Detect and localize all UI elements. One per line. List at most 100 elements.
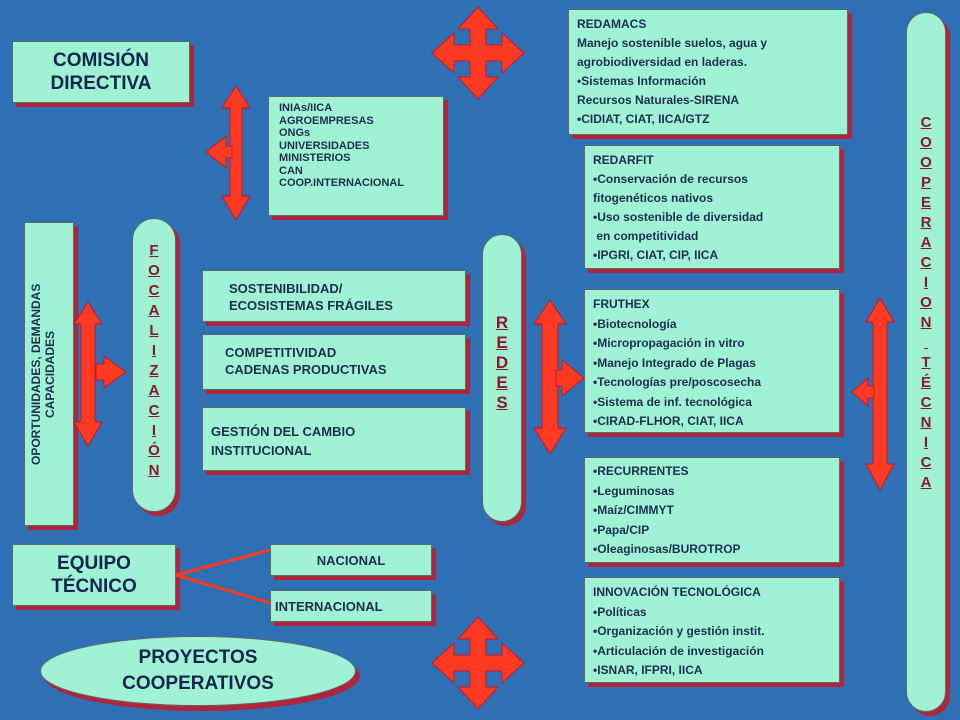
fruthex-title: FRUTHEX <box>593 297 650 311</box>
cooperacion-letter: N <box>920 414 932 431</box>
t-arrow-icon <box>533 299 585 455</box>
recurrentes-bullet: Papa/CIP <box>593 521 831 541</box>
tema-sostenibilidad-box: SOSTENIBILIDAD/ ECOSISTEMAS FRÁGILES <box>202 270 466 322</box>
nacional-label: NACIONAL <box>316 553 386 568</box>
oportunidades-box: OPORTUNIDADES, DEMANDAS CAPACIDADES <box>24 222 74 526</box>
cooperacion-letter: C <box>920 254 932 271</box>
redamacs-line: Manejo sostenible suelos, agua y <box>577 36 768 50</box>
actor-item: CAN <box>279 164 303 177</box>
innovacion-bullet: Organización y gestión instit. <box>593 622 831 642</box>
connector-line-nacional <box>175 548 271 577</box>
redarfit-bullet: Uso sostenible de diversidad <box>593 208 831 227</box>
tema-line: INSTITUCIONAL <box>211 443 312 458</box>
redamacs-bullet: CIDIAT, CIAT, IICA/GTZ <box>577 110 839 129</box>
tema-line: CADENAS PRODUCTIVAS <box>225 362 387 377</box>
redarfit-title: REDARFIT <box>593 153 654 167</box>
actor-item: COOP.INTERNACIONAL <box>279 177 405 189</box>
internacional-box: INTERNACIONAL <box>270 590 432 622</box>
cooperacion-letter: R <box>920 214 932 231</box>
innovacion-bullet: Articulación de investigación <box>593 642 831 662</box>
recurrentes-bullet: Maíz/CIMMYT <box>593 501 831 521</box>
cooperacion-letter: P <box>920 174 931 191</box>
cooperacion-letter: A <box>920 234 932 251</box>
tema-line: GESTIÓN DEL CAMBIO <box>211 424 356 439</box>
focalizacion-letter: I <box>151 342 157 359</box>
fruthex-bullet: Biotecnología <box>593 315 831 335</box>
recurrentes-bullet: RECURRENTES <box>593 462 831 482</box>
proyectos-cooperativos-oval: PROYECTOS COOPERATIVOS <box>40 636 356 706</box>
redamacs-title: REDAMACS <box>577 17 647 31</box>
tema-line: ECOSISTEMAS FRÁGILES <box>229 298 393 313</box>
fruthex-bullet: CIRAD-FLHOR, CIAT, IICA <box>593 412 831 432</box>
oportunidades-line-1: OPORTUNIDADES, DEMANDAS <box>29 283 43 465</box>
focalizacion-pill: F O C A L I Z A C I Ó N <box>132 218 176 512</box>
cooperacion-letter: T <box>921 354 931 371</box>
fruthex-box: FRUTHEX Biotecnología Micropropagación i… <box>584 289 840 433</box>
proyectos-line-1: PROYECTOS <box>138 647 258 668</box>
focalizacion-letter: F <box>149 242 159 259</box>
focalizacion-letter: Z <box>149 362 159 379</box>
four-way-arrow-icon <box>431 6 525 100</box>
focalizacion-letter: O <box>148 262 160 279</box>
tema-gestion-box: GESTIÓN DEL CAMBIO INSTITUCIONAL <box>202 407 466 471</box>
focalizacion-letter: N <box>148 462 160 479</box>
tema-line: SOSTENIBILIDAD/ <box>229 281 343 296</box>
focalizacion-letter: Ó <box>148 442 160 459</box>
recurrentes-bullet: Leguminosas <box>593 482 831 502</box>
cooperacion-letter: C <box>920 114 932 131</box>
cooperacion-letter: C <box>920 394 932 411</box>
comision-line-2: DIRECTIVA <box>50 73 152 94</box>
actor-item: ONGs <box>279 127 311 139</box>
fruthex-bullet: Manejo Integrado de Plagas <box>593 354 831 374</box>
oportunidades-line-2: CAPACIDADES <box>43 330 57 418</box>
recurrentes-box: RECURRENTES Leguminosas Maíz/CIMMYT Papa… <box>584 457 840 563</box>
t-arrow-icon <box>205 85 251 221</box>
cooperacion-letter: I <box>923 434 929 451</box>
actor-item: UNIVERSIDADES <box>279 139 370 152</box>
proyectos-line-2: COOPERATIVOS <box>122 673 274 694</box>
fruthex-bullet: Sistema de inf. tecnológica <box>593 393 831 413</box>
actor-item: MINISTERIOS <box>279 152 351 164</box>
cooperacion-letter: I <box>923 274 929 291</box>
cooperacion-letter: O <box>920 154 932 171</box>
redamacs-box: REDAMACS Manejo sostenible suelos, agua … <box>568 9 848 135</box>
oportunidades-text: OPORTUNIDADES, DEMANDAS CAPACIDADES <box>29 223 69 525</box>
innovacion-bullet: Políticas <box>593 603 831 623</box>
cooperacion-letter: O <box>920 294 932 311</box>
equipo-tecnico-box: EQUIPO TÉCNICO <box>12 544 176 606</box>
equipo-line-1: EQUIPO <box>57 553 131 574</box>
redamacs-line: agrobiodiversidad en laderas. <box>577 55 748 69</box>
cooperacion-letter <box>907 333 945 353</box>
fruthex-bullet: Tecnologías pre/poscosecha <box>593 373 831 393</box>
redarfit-bullet: IPGRI, CIAT, CIP, IICA <box>593 246 831 265</box>
redes-pill: R E D E S <box>482 234 522 522</box>
cooperacion-letter: O <box>920 134 932 151</box>
fruthex-bullet: Micropropagación in vitro <box>593 334 831 354</box>
comision-line-1: COMISIÓN <box>52 50 150 71</box>
innovacion-bullet: ISNAR, IFPRI, IICA <box>593 661 831 681</box>
recurrentes-bullet: Oleaginosas/BUROTROP <box>593 540 831 560</box>
innovacion-title: INNOVACIÓN TECNOLÓGICA <box>593 585 761 599</box>
actor-item: AGROEMPRESAS <box>279 114 374 127</box>
focalizacion-letter: A <box>148 302 160 319</box>
tema-competitividad-box: COMPETITIVIDAD CADENAS PRODUCTIVAS <box>202 334 466 390</box>
redamacs-bullet: Sistemas Información <box>577 72 839 91</box>
redes-letter: S <box>496 393 508 412</box>
redes-letter: E <box>496 333 508 352</box>
focalizacion-letter: A <box>148 382 160 399</box>
cooperacion-tecnica-pill: C O O P E R A C I O N T É C N I C A <box>906 12 946 712</box>
redes-letter: R <box>495 313 509 332</box>
equipo-line-2: TÉCNICO <box>51 576 137 597</box>
cooperacion-letter: A <box>920 474 932 491</box>
comision-directiva-box: COMISIÓN DIRECTIVA <box>12 41 190 103</box>
four-way-arrow-icon <box>431 616 525 710</box>
redarfit-bullet: Conservación de recursos <box>593 170 831 189</box>
redes-letter: D <box>495 353 509 372</box>
nacional-box: NACIONAL <box>270 544 432 576</box>
redamacs-line: Recursos Naturales-SIRENA <box>577 93 740 107</box>
cooperacion-letter: É <box>920 374 931 391</box>
cooperacion-letter: E <box>920 194 931 211</box>
innovacion-box: INNOVACIÓN TECNOLÓGICA Políticas Organiz… <box>584 577 840 683</box>
connector-line-internacional <box>175 573 271 605</box>
tema-line: COMPETITIVIDAD <box>225 345 337 360</box>
